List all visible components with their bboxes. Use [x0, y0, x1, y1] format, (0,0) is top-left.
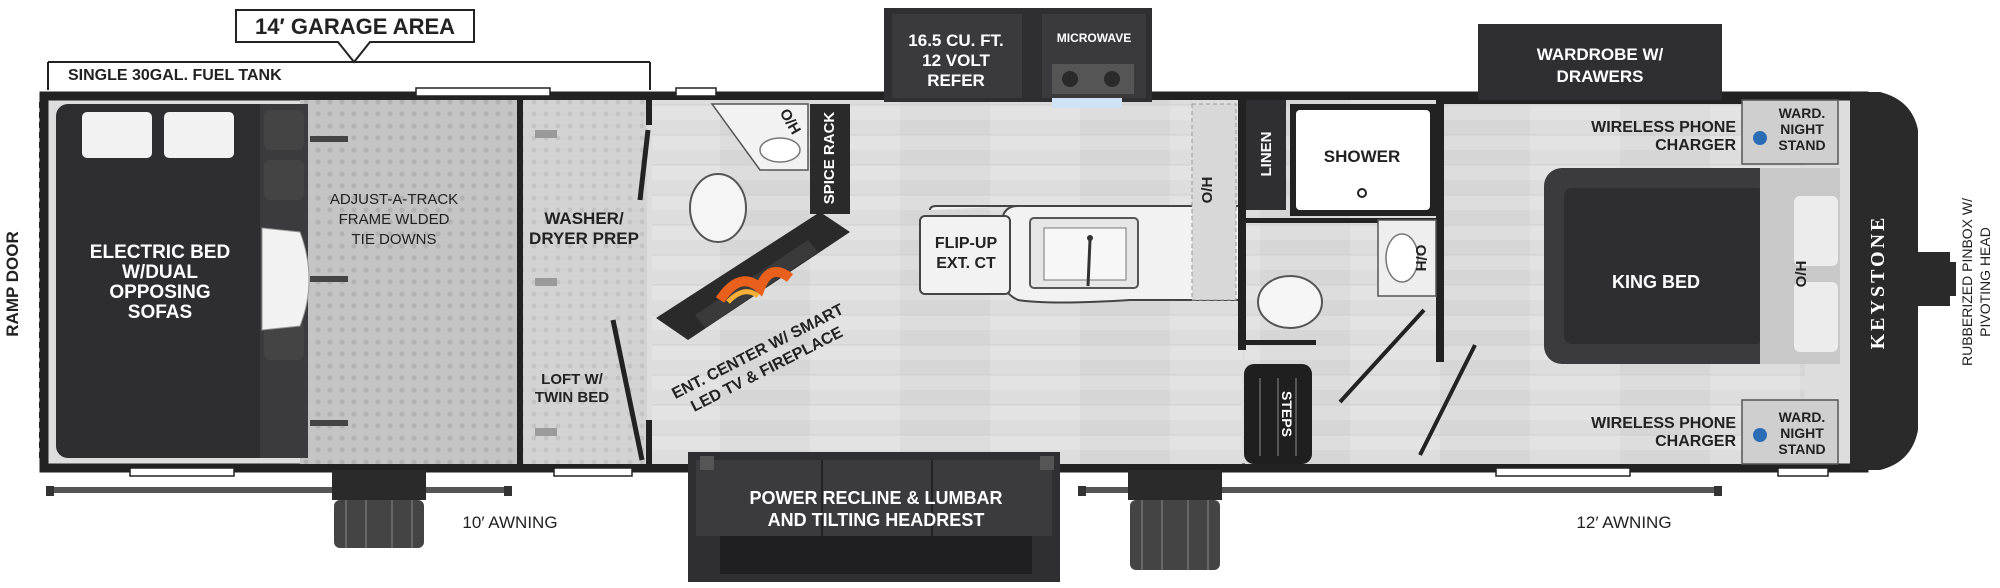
kitchen-slide-top [884, 8, 1152, 108]
charger-dot-bottom [1753, 428, 1767, 442]
flip-up-label: FLIP-UP EXT. CT [935, 235, 998, 272]
night-stands [1741, 99, 1839, 465]
svg-text:STAND: STAND [1778, 137, 1825, 153]
garage-dimension [47, 9, 651, 90]
svg-text:WARDROBE W/: WARDROBE W/ [1537, 45, 1664, 64]
garage-area-label: 14′ GARAGE AREA [255, 14, 455, 39]
garage-walls [517, 100, 652, 464]
wardrobe-label: WARDROBE W/ DRAWERS [1537, 45, 1664, 86]
svg-text:12 VOLT: 12 VOLT [922, 51, 990, 70]
svg-text:RUBBERIZED PINBOX W/: RUBBERIZED PINBOX W/ [1959, 198, 1975, 366]
svg-text:POWER RECLINE & LUMBAR: POWER RECLINE & LUMBAR [750, 488, 1003, 508]
bathroom [1238, 100, 1477, 456]
corner-sink [689, 103, 809, 243]
wireless-charger-top-label: WIRELESS PHONE CHARGER [1591, 119, 1736, 154]
front-cap [1850, 92, 1956, 470]
electric-bed-label: ELECTRIC BED W/DUAL OPPOSING SOFAS [90, 242, 230, 323]
awning-right-label: 12′ AWNING [1576, 513, 1671, 532]
wardrobe-slide [1478, 24, 1722, 104]
steps-label: STEPS [1279, 391, 1295, 437]
svg-text:SOFAS: SOFAS [128, 302, 192, 323]
svg-text:REFER: REFER [927, 71, 985, 90]
svg-text:STAND: STAND [1778, 441, 1825, 457]
svg-text:WARD.: WARD. [1779, 105, 1826, 121]
washer-dryer-label: WASHER/ DRYER PREP [529, 209, 639, 248]
refer-label: 16.5 CU. FT. 12 VOLT REFER [908, 31, 1003, 90]
microwave-label: MICROWAVE [1057, 31, 1131, 45]
bath-oh-label: O/H [1412, 245, 1429, 272]
svg-text:ELECTRIC BED: ELECTRIC BED [90, 242, 230, 263]
charger-dot-top [1753, 131, 1767, 145]
ramp-door-label: RAMP DOOR [3, 231, 22, 336]
svg-text:LOFT W/: LOFT W/ [541, 371, 603, 388]
king-bed [1544, 168, 1840, 364]
sofa-slide [688, 452, 1060, 582]
svg-text:WARD.: WARD. [1779, 409, 1826, 425]
svg-text:TIE DOWNS: TIE DOWNS [352, 231, 437, 248]
svg-text:16.5 CU. FT.: 16.5 CU. FT. [908, 31, 1003, 50]
svg-text:AND TILTING HEADREST: AND TILTING HEADREST [768, 510, 985, 530]
keystone-logo: KEYSTONE [1867, 215, 1889, 350]
electric-bed [56, 104, 557, 458]
entertainment-center [656, 104, 850, 340]
svg-text:PIVOTING HEAD: PIVOTING HEAD [1977, 227, 1993, 337]
svg-text:EXT. CT: EXT. CT [936, 255, 996, 272]
spice-rack-label: SPICE RACK [821, 112, 838, 205]
adjust-a-track-label: ADJUST-A-TRACK FRAME WLDED TIE DOWNS [330, 191, 458, 248]
linen-label: LINEN [1258, 132, 1275, 177]
entry-steps [1244, 364, 1312, 464]
night-stand-top-label: WARD. NIGHT STAND [1778, 105, 1825, 153]
bedroom-wall-top [1444, 100, 1744, 104]
svg-text:NIGHT: NIGHT [1780, 425, 1824, 441]
kitchen-oh-label: O/H [1199, 177, 1216, 204]
svg-text:WIRELESS PHONE: WIRELESS PHONE [1591, 119, 1736, 136]
svg-text:FRAME WLDED: FRAME WLDED [339, 211, 450, 228]
bed-oh-label: O/H [1793, 261, 1810, 288]
svg-text:TWIN BED: TWIN BED [535, 389, 609, 406]
svg-text:DRAWERS: DRAWERS [1557, 67, 1644, 86]
pinbox-label: RUBBERIZED PINBOX W/ PIVOTING HEAD [1959, 198, 1993, 366]
kitchen-island [919, 205, 1241, 304]
awning-left-label: 10′ AWNING [462, 513, 557, 532]
night-stand-bottom-label: WARD. NIGHT STAND [1778, 409, 1825, 457]
windows [129, 87, 1829, 477]
wireless-charger-bottom-label: WIRELESS PHONE CHARGER [1591, 415, 1736, 450]
svg-text:CHARGER: CHARGER [1655, 433, 1736, 450]
awning-right [1078, 470, 1722, 570]
svg-text:NIGHT: NIGHT [1780, 121, 1824, 137]
svg-text:W/DUAL: W/DUAL [122, 262, 198, 283]
kitchen-overhead-cabinet [1191, 103, 1237, 301]
svg-text:WASHER/: WASHER/ [544, 209, 624, 228]
svg-text:WIRELESS PHONE: WIRELESS PHONE [1591, 415, 1736, 432]
sofa-label: POWER RECLINE & LUMBAR AND TILTING HEADR… [750, 488, 1003, 530]
shower-label: SHOWER [1324, 147, 1401, 166]
svg-text:DRYER PREP: DRYER PREP [529, 229, 639, 248]
svg-text:CHARGER: CHARGER [1655, 137, 1736, 154]
svg-text:ADJUST-A-TRACK: ADJUST-A-TRACK [330, 191, 458, 208]
svg-text:FLIP-UP: FLIP-UP [935, 235, 998, 252]
svg-text:OPPOSING: OPPOSING [109, 282, 210, 303]
king-bed-label: KING BED [1612, 272, 1700, 292]
loft-label: LOFT W/ TWIN BED [535, 371, 609, 406]
awning-left [46, 470, 512, 548]
fuel-tank-label: SINGLE 30GAL. FUEL TANK [68, 67, 282, 84]
